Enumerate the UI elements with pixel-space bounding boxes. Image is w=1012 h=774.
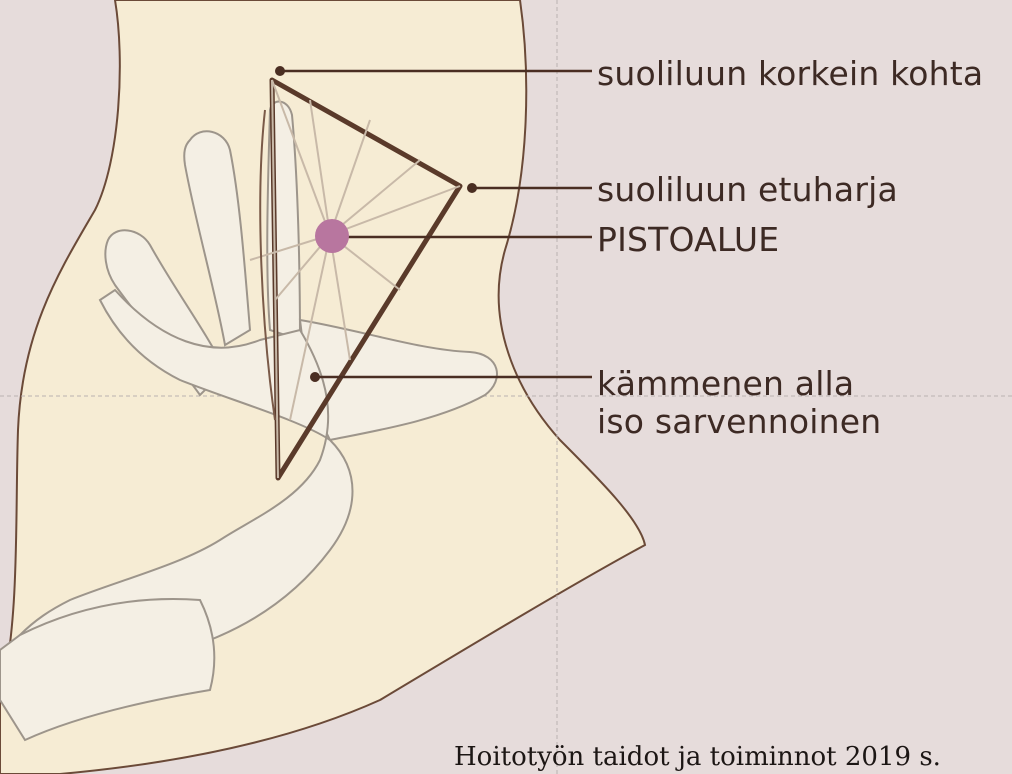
source-caption: Hoitotyön taidot ja toiminnot 2019 s. — [454, 742, 941, 772]
brown-dot-icon — [467, 183, 477, 193]
label-anterior-crest: suoliluun etuharja — [597, 170, 898, 209]
label-under-palm-line2: iso sarvennoinen — [597, 402, 881, 441]
injection-site-dot-icon — [315, 219, 349, 253]
brown-dot-icon — [310, 372, 320, 382]
brown-dot-icon — [275, 66, 285, 76]
label-highest-point: suoliluun korkein kohta — [597, 54, 983, 93]
label-under-palm-line1: kämmenen alla — [597, 364, 854, 403]
label-injection-site: PISTOALUE — [597, 220, 779, 259]
